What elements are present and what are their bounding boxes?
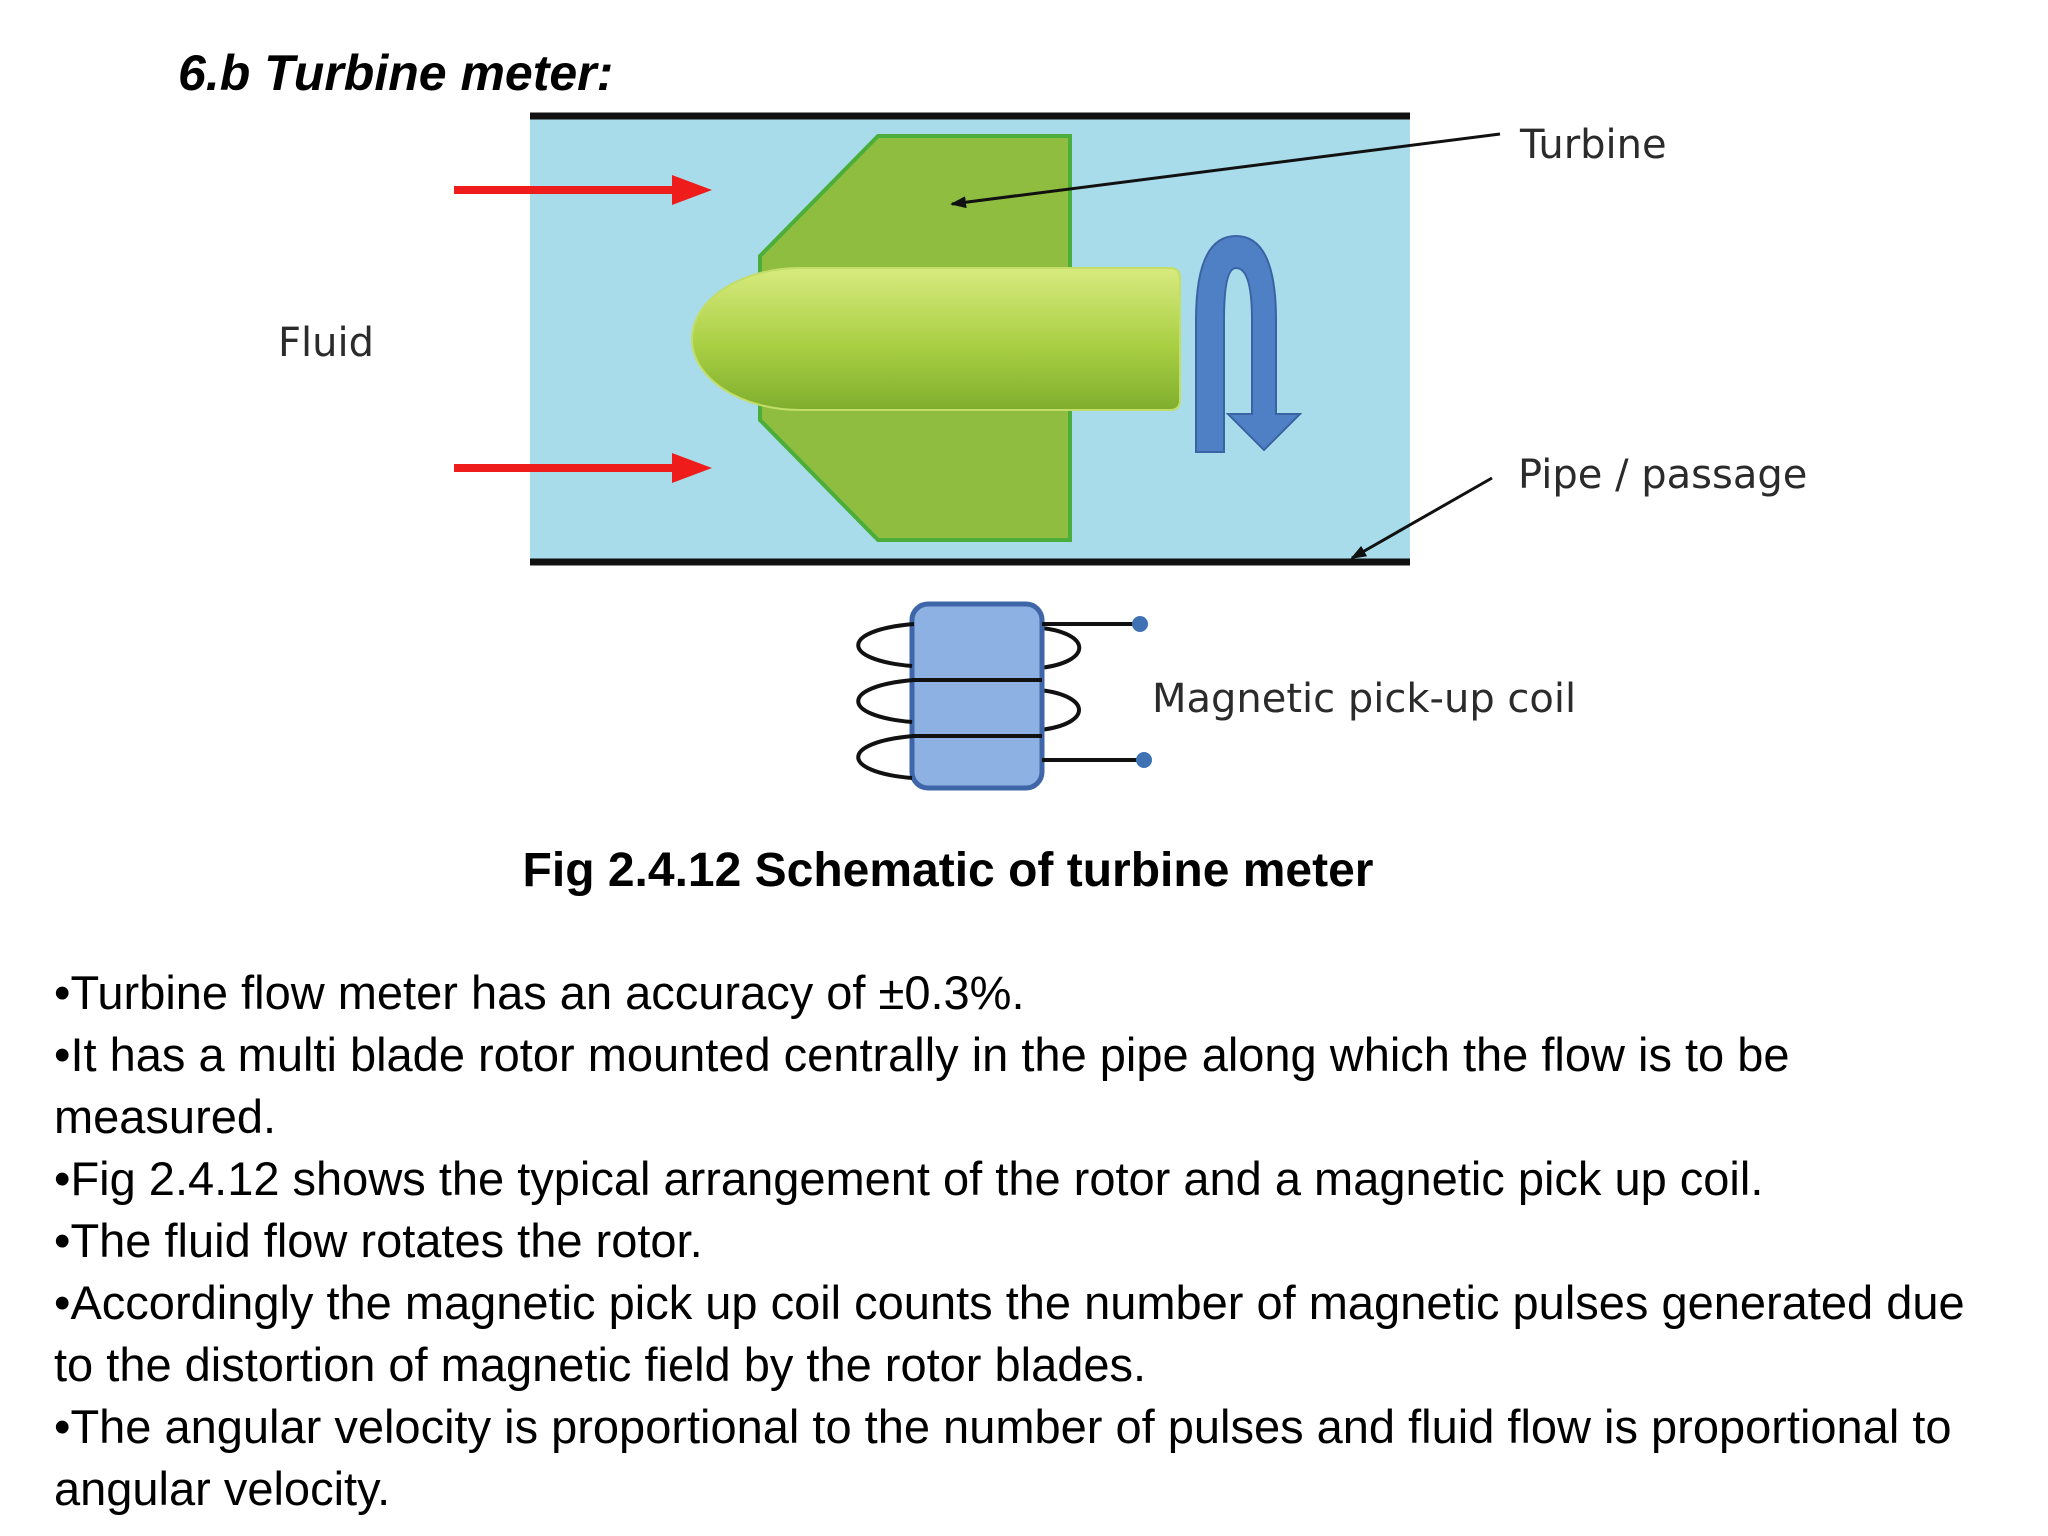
bullet-item: •The fluid flow rotates the rotor. xyxy=(54,1214,703,1267)
turbine-leader-line xyxy=(950,132,1501,209)
magnetic-coil-icon xyxy=(856,601,1152,791)
turbine-meter-diagram: Fluid Turbine Pipe / passage Magnetic pi… xyxy=(278,112,1807,791)
bullet-item: •The angular velocity is proportional to… xyxy=(54,1400,1952,1515)
flow-arrow-top-icon xyxy=(454,175,712,205)
bullet-item: •Turbine flow meter has an accuracy of ±… xyxy=(54,966,1025,1019)
bullet-item: •Accordingly the magnetic pick up coil c… xyxy=(54,1276,1965,1391)
bullet-list: •Turbine flow meter has an accuracy of ±… xyxy=(54,962,2014,1520)
fluid-label: Fluid xyxy=(278,320,374,366)
turbine-hub xyxy=(691,267,1181,411)
bullet-item: •Fig 2.4.12 shows the typical arrangemen… xyxy=(54,1152,1764,1205)
figure-caption: Fig 2.4.12 Schematic of turbine meter xyxy=(522,844,1374,897)
turbine-label: Turbine xyxy=(1519,122,1667,168)
coil-label: Magnetic pick-up coil xyxy=(1152,676,1576,722)
flow-arrow-bottom-icon xyxy=(454,453,712,483)
pipe-leader-line xyxy=(1350,476,1493,560)
bullet-item: •It has a multi blade rotor mounted cent… xyxy=(54,1028,1790,1143)
pipe-label: Pipe / passage xyxy=(1518,452,1807,498)
slide-title: 6.b Turbine meter: xyxy=(178,45,614,101)
rotation-arrow-icon xyxy=(1195,234,1303,453)
